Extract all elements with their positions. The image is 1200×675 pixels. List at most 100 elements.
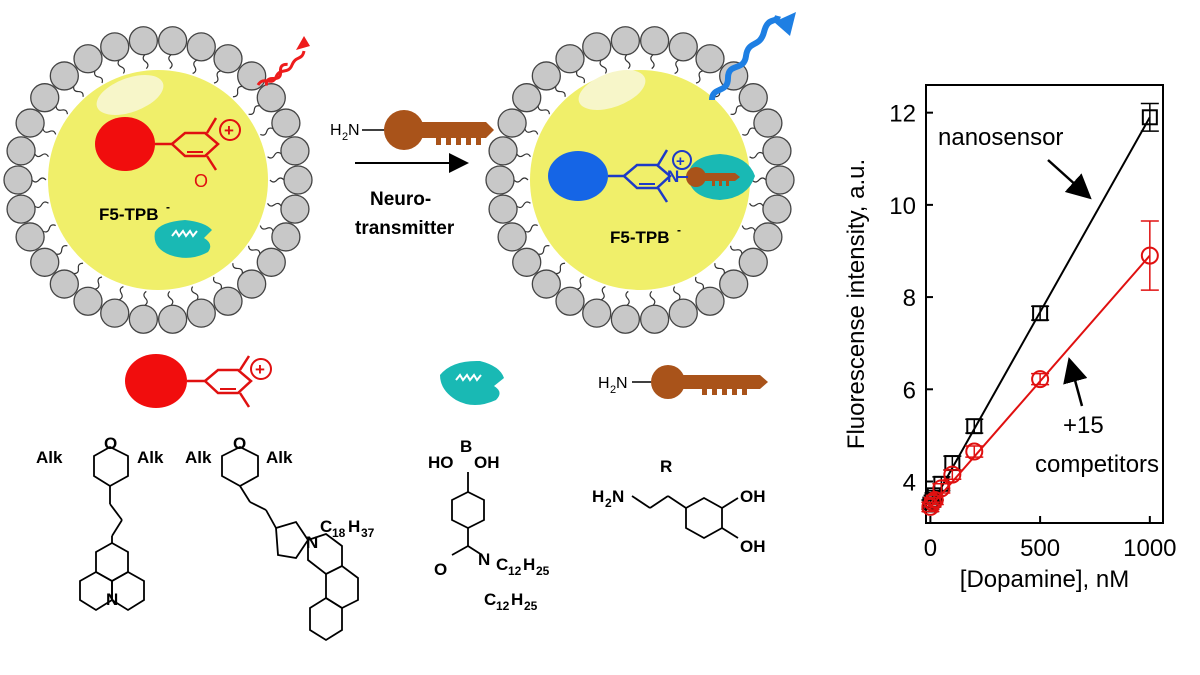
lipid-head xyxy=(582,298,612,328)
lipid-tail xyxy=(741,225,756,232)
lipid-head xyxy=(237,269,267,299)
lipid-head xyxy=(30,247,60,277)
lipid-head xyxy=(762,194,792,224)
dye2-o: O xyxy=(233,434,246,453)
left-nanoparticle xyxy=(3,26,313,334)
lipid-tail xyxy=(34,153,49,158)
left-highlight xyxy=(96,75,164,115)
right-highlight xyxy=(578,70,646,110)
lipid-head xyxy=(256,247,286,277)
lipid-head xyxy=(213,286,243,316)
lipid-tail xyxy=(267,202,282,207)
right-nanoparticle xyxy=(485,26,795,334)
lipid-head xyxy=(30,83,60,113)
lipid-tail xyxy=(673,286,681,301)
annotation-nanosensor-arrow xyxy=(1047,159,1092,200)
lipid-tail xyxy=(649,290,656,306)
lipid-tail xyxy=(259,225,274,232)
annotation-competitors-1: +15 xyxy=(1063,412,1104,439)
chart-ylabel: Fluorescense intensity, a.u. xyxy=(843,159,870,449)
lipid-head xyxy=(512,247,542,277)
lipid-head xyxy=(719,269,749,299)
lipid-head xyxy=(283,165,313,195)
red-emission-wave xyxy=(256,50,306,86)
lipid-tail xyxy=(516,153,531,158)
receptor-icon xyxy=(154,220,212,258)
legend-amine-n: N xyxy=(616,375,628,392)
lipid-tail xyxy=(191,286,199,301)
data-point-circle xyxy=(932,479,951,498)
receptor-b: B xyxy=(460,437,472,456)
lipid-tail xyxy=(267,151,282,159)
lipid-tail xyxy=(248,245,261,255)
receptor-c2a: 12 xyxy=(496,599,510,613)
blue-dye-blob xyxy=(548,151,608,201)
lipid-head xyxy=(280,136,310,166)
chemical-structures xyxy=(79,445,739,642)
lipid-head xyxy=(3,165,33,195)
data-point-circle xyxy=(943,465,962,484)
lipid-head xyxy=(6,136,36,166)
lipid-tail xyxy=(625,290,630,306)
lipid-head xyxy=(271,222,301,252)
ring-o-label: O xyxy=(194,171,208,191)
lipid-tail xyxy=(260,127,274,136)
x-tick-label: 0 xyxy=(924,535,937,562)
data-point-square xyxy=(1032,305,1049,322)
lipid-tail xyxy=(513,177,529,183)
lipid-tail xyxy=(143,290,148,306)
lipid-tail xyxy=(55,105,68,115)
legend-key xyxy=(651,365,685,399)
lipid-tail xyxy=(269,177,285,183)
receptor-c1b: 25 xyxy=(536,564,550,578)
amine-sub: 2 xyxy=(342,131,348,143)
dye1-o: O xyxy=(104,434,117,453)
lipid-tail xyxy=(555,262,566,275)
lipid-head xyxy=(186,298,216,328)
lipid-tail xyxy=(192,59,198,75)
lipid-tail xyxy=(93,70,104,84)
lipid-head xyxy=(753,108,783,138)
blue-emission-arrowhead xyxy=(774,12,796,36)
dye1-left-alk: Alk xyxy=(36,448,63,467)
data-point-circle xyxy=(1140,246,1159,265)
particle-core xyxy=(48,70,268,290)
lipid-tail xyxy=(599,59,607,74)
lipid-head xyxy=(100,32,130,62)
lipid-head xyxy=(762,136,792,166)
amine-h: H xyxy=(330,122,342,139)
legend-red-dye xyxy=(125,354,187,408)
lipid-tail xyxy=(742,127,756,136)
legend-amine-sub: 2 xyxy=(610,384,616,396)
lipid-tail xyxy=(749,202,764,207)
lipid-tail xyxy=(694,276,705,290)
lipid-head xyxy=(695,44,725,74)
lipid-tail xyxy=(168,54,173,70)
lipid-head xyxy=(531,269,561,299)
receptor-c1a: 12 xyxy=(508,564,522,578)
lipid-tail xyxy=(73,262,84,275)
lipid-head xyxy=(485,165,515,195)
lipid-tail xyxy=(537,245,550,255)
legend-receptor xyxy=(440,360,504,405)
annotation-competitors-arrow xyxy=(1063,357,1088,407)
structure-dye1 xyxy=(79,445,145,612)
lipid-head xyxy=(555,44,585,74)
lipid-tail xyxy=(575,70,586,84)
dye2-n: N xyxy=(306,533,318,552)
lipid-head xyxy=(49,269,79,299)
y-tick-label: 12 xyxy=(889,101,916,128)
lipid-head xyxy=(186,32,216,62)
lipid-head xyxy=(738,247,768,277)
lipid-head xyxy=(765,165,795,195)
structure-dopamine xyxy=(631,495,739,540)
lipid-head xyxy=(213,44,243,74)
receptor-c1h: H xyxy=(523,555,535,574)
lipid-tail xyxy=(751,177,767,183)
dye2-chain-c: C xyxy=(320,517,332,536)
annotation-competitors-2: competitors xyxy=(1035,451,1159,478)
dopamine-n: N xyxy=(612,487,624,506)
lipid-tail xyxy=(167,290,174,306)
